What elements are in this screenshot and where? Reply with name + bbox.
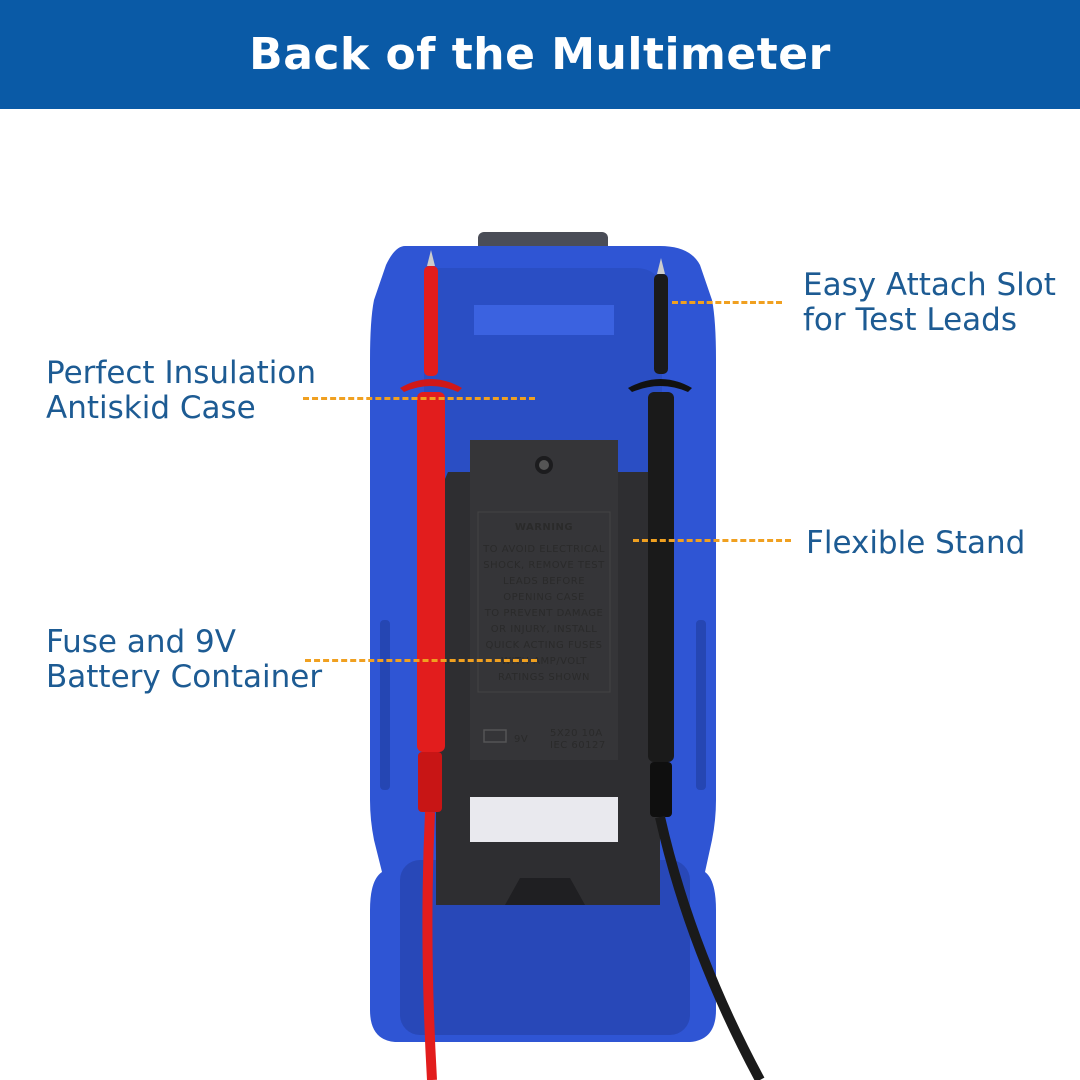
callout-fuse: Fuse and 9V Battery Container	[46, 625, 322, 695]
warning-line: LEADS BEFORE	[503, 576, 585, 587]
page-title: Back of the Multimeter	[249, 29, 831, 80]
warning-line: OR INJURY, INSTALL	[491, 624, 598, 635]
callout-easy-attach: Easy Attach Slot for Test Leads	[803, 268, 1056, 338]
header-banner: Back of the Multimeter	[0, 0, 1080, 109]
red-test-lead	[400, 250, 462, 1080]
callout-insulation: Perfect Insulation Antiskid Case	[46, 356, 316, 426]
stand-notch	[505, 878, 585, 905]
warning-line: WITH AMP/VOLT	[501, 656, 587, 667]
battery-label: 9V	[514, 734, 528, 745]
callout-fuse-line2: Battery Container	[46, 659, 323, 695]
warning-title: WARNING	[515, 522, 573, 533]
leader-line-fuse	[305, 659, 537, 662]
warning-line: TO AVOID ELECTRICAL	[482, 544, 605, 555]
warning-line: OPENING CASE	[503, 592, 585, 603]
white-sticker	[470, 797, 618, 842]
callout-insulation-line1: Perfect Insulation	[46, 355, 317, 391]
fuse-label-1: 5X20 10A	[550, 728, 603, 739]
fuse-label-2: IEC 60127	[550, 740, 606, 751]
callout-insulation-line2: Antiskid Case	[46, 390, 256, 426]
leader-line-insulation	[303, 397, 535, 400]
black-test-lead	[628, 258, 765, 1080]
warning-line: QUICK ACTING FUSES	[485, 640, 602, 651]
battery-icon	[483, 729, 507, 743]
side-grip-ridges	[380, 620, 706, 790]
warning-line: RATINGS SHOWN	[498, 672, 590, 683]
label-plate	[474, 305, 614, 335]
leader-line-stand	[633, 539, 791, 542]
warning-line: TO PREVENT DAMAGE	[484, 608, 604, 619]
callout-easy-attach-line1: Easy Attach Slot	[803, 267, 1056, 303]
callout-easy-attach-line2: for Test Leads	[803, 302, 1018, 338]
callout-fuse-line1: Fuse and 9V	[46, 624, 236, 660]
warning-panel: WARNING TO AVOID ELECTRICAL SHOCK, REMOV…	[477, 511, 611, 693]
leader-line-easy-attach	[672, 301, 782, 304]
callout-stand-line1: Flexible Stand	[806, 525, 1026, 561]
warning-line: SHOCK, REMOVE TEST	[483, 560, 605, 571]
callout-stand: Flexible Stand	[806, 526, 1025, 561]
cover-screw-head	[539, 460, 549, 470]
battery-cover	[470, 440, 618, 760]
